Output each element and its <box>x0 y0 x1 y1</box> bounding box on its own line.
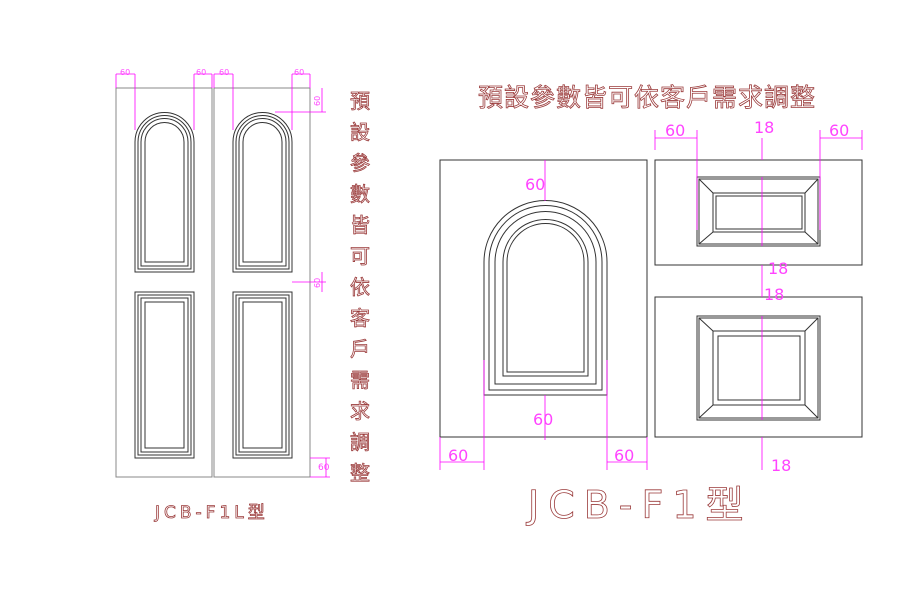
dim-label: 60 <box>318 463 330 473</box>
dim-label: 18 <box>764 285 784 304</box>
note-char: 依 <box>350 275 370 299</box>
arch-panel-detail <box>439 159 648 438</box>
note-char: 參 <box>350 151 370 175</box>
dim-label: 60 <box>525 175 545 194</box>
dim-label: 60 <box>614 446 634 465</box>
arched-panel <box>134 112 195 273</box>
rect-panel-detail-top <box>654 159 863 266</box>
dim-label: 18 <box>771 456 791 475</box>
note-char: 整 <box>350 461 370 485</box>
dim-label: 60 <box>219 68 229 77</box>
left-model-label: JCB-F1L型 <box>154 503 269 523</box>
arched-panel <box>232 112 293 273</box>
dim-label: 60 <box>448 446 468 465</box>
left-door-1 <box>115 87 213 478</box>
note-title: 預設參數皆可依客戶需求調整 <box>478 83 816 112</box>
note-char: 數 <box>350 182 370 206</box>
dim-label: 60 <box>196 68 206 77</box>
rect-panel-detail-bottom <box>654 296 863 438</box>
vertical-note: 預 設 參 數 皆 可 依 客 戶 需 求 調 整 <box>350 89 371 486</box>
note-char: 可 <box>350 244 370 268</box>
note-char: 調 <box>350 430 370 454</box>
dim-label: 60 <box>829 121 849 140</box>
note-char: 戶 <box>350 337 370 361</box>
note-char: 需 <box>350 368 370 392</box>
left-door-2 <box>213 87 311 478</box>
dim-label: 60 <box>294 68 304 77</box>
dim-label: 60 <box>313 96 322 106</box>
note-char: 預 <box>350 89 370 113</box>
dim-label: 60 <box>665 121 685 140</box>
lower-panel <box>134 291 195 459</box>
dim-label: 18 <box>768 259 788 278</box>
note-char: 皆 <box>350 213 370 237</box>
dim-label: 60 <box>533 410 553 429</box>
note-char: 客 <box>350 306 370 330</box>
note-char: 設 <box>350 120 370 144</box>
note-char: 求 <box>350 399 370 423</box>
left-dimensions: 60 60 60 60 60 60 60 <box>115 68 330 478</box>
dim-label: 18 <box>754 118 774 137</box>
right-model-label: JCB-F1型 <box>526 483 753 527</box>
lower-panel <box>232 291 293 459</box>
dim-label: 60 <box>120 68 130 77</box>
right-dimensions: 60 60 60 60 60 18 60 18 18 18 <box>439 118 863 475</box>
dim-label: 60 <box>313 278 322 288</box>
